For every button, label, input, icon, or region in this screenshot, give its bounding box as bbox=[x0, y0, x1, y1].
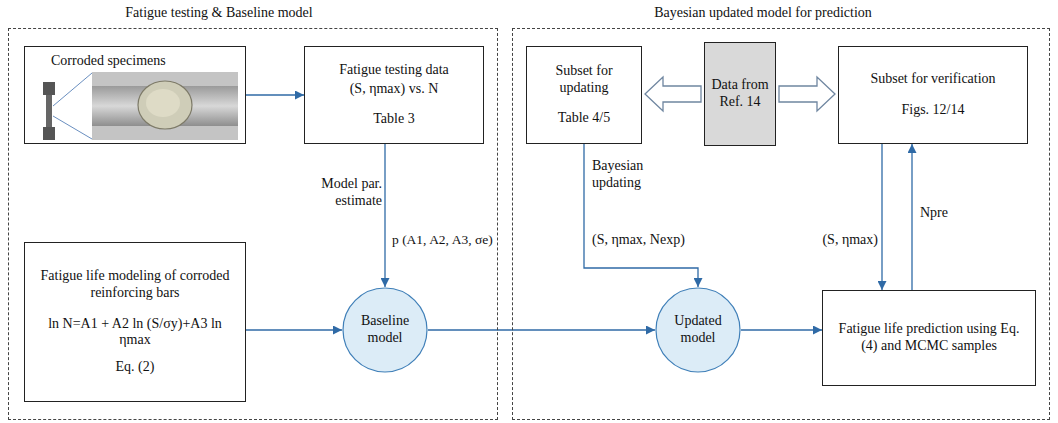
flow-annotation: (S, ηmax, Nexp) bbox=[590, 232, 687, 249]
node-text: Corroded specimens bbox=[51, 53, 166, 70]
flow-arrow bbox=[881, 144, 882, 290]
node-text: Figs. 12/14 bbox=[901, 102, 964, 119]
circle-shape bbox=[656, 288, 740, 372]
node-text: Updated model bbox=[665, 313, 731, 347]
node-text: ln N=A1 + A2 ln (S/σy)+A3 ln ηmax bbox=[31, 316, 239, 350]
node-text: Fatigue life modeling of corroded reinfo… bbox=[31, 268, 239, 302]
flow-arrow bbox=[741, 329, 822, 330]
process-box: Subset for verificationFigs. 12/14 bbox=[838, 46, 1028, 144]
flow-arrow bbox=[384, 144, 385, 287]
flow-arrow bbox=[911, 144, 912, 290]
flow-arrow bbox=[428, 329, 655, 330]
region-title: Bayesian updated model for prediction bbox=[513, 5, 1013, 22]
node-text: Subset for updating bbox=[533, 63, 635, 97]
corrosion-pit bbox=[138, 81, 192, 129]
node-text: Baseline model bbox=[352, 313, 418, 347]
node-text: Data from Ref. 14 bbox=[711, 77, 769, 111]
edge-label: Bayesian updating bbox=[590, 158, 678, 192]
node-text: Eq. (2) bbox=[116, 359, 155, 376]
small-specimen bbox=[43, 82, 55, 140]
node-text: Fatigue life prediction using Eq. (4) an… bbox=[829, 321, 1029, 355]
block-arrow bbox=[779, 77, 835, 111]
zoom-line bbox=[53, 73, 92, 106]
process-box: Fatigue life prediction using Eq. (4) an… bbox=[822, 290, 1036, 386]
edge-label: Model par. estimate bbox=[306, 176, 384, 210]
flow-arrow bbox=[246, 94, 304, 95]
node-text: (S, ηmax) vs. N bbox=[350, 81, 439, 98]
process-box: Fatigue testing data (S, ηmax) vs. N Table… bbox=[304, 46, 484, 144]
model-circle: Updated model bbox=[655, 287, 741, 373]
process-box: Corroded specimens bbox=[24, 46, 246, 144]
data-box: Data from Ref. 14 bbox=[704, 42, 776, 146]
model-circle: Baseline model bbox=[342, 287, 428, 373]
node-text: Table 3 bbox=[373, 111, 414, 128]
process-box: Subset for updatingTable 4/5 bbox=[526, 46, 642, 144]
specimen-gauge bbox=[46, 95, 52, 127]
flow-arrow bbox=[584, 144, 698, 287]
node-text: Table 4/5 bbox=[558, 110, 610, 127]
node-text: Subset for verification bbox=[870, 71, 995, 88]
edge-label: Npre bbox=[918, 205, 982, 222]
process-box: Fatigue life modeling of corroded reinfo… bbox=[24, 242, 246, 402]
node-text: Fatigue testing data bbox=[339, 62, 449, 79]
zoom-line bbox=[53, 116, 92, 139]
flow-arrow bbox=[246, 329, 342, 330]
corrosion-pit-inner bbox=[146, 89, 180, 117]
block-arrow bbox=[645, 77, 701, 111]
photo-ground bbox=[92, 72, 238, 140]
specimen-grip bbox=[43, 82, 55, 95]
specimen-grip bbox=[43, 127, 55, 140]
dashed-region: Fatigue testing & Baseline modelCorroded… bbox=[8, 28, 498, 420]
dashed-region: Bayesian updated model for predictionSub… bbox=[512, 28, 1050, 420]
region-title: Fatigue testing & Baseline model bbox=[9, 5, 429, 22]
flow-annotation: p (A1, A2, A3, σe) bbox=[390, 232, 495, 248]
circle-shape bbox=[343, 288, 427, 372]
edge-label: (S, ηmax) bbox=[800, 232, 880, 249]
